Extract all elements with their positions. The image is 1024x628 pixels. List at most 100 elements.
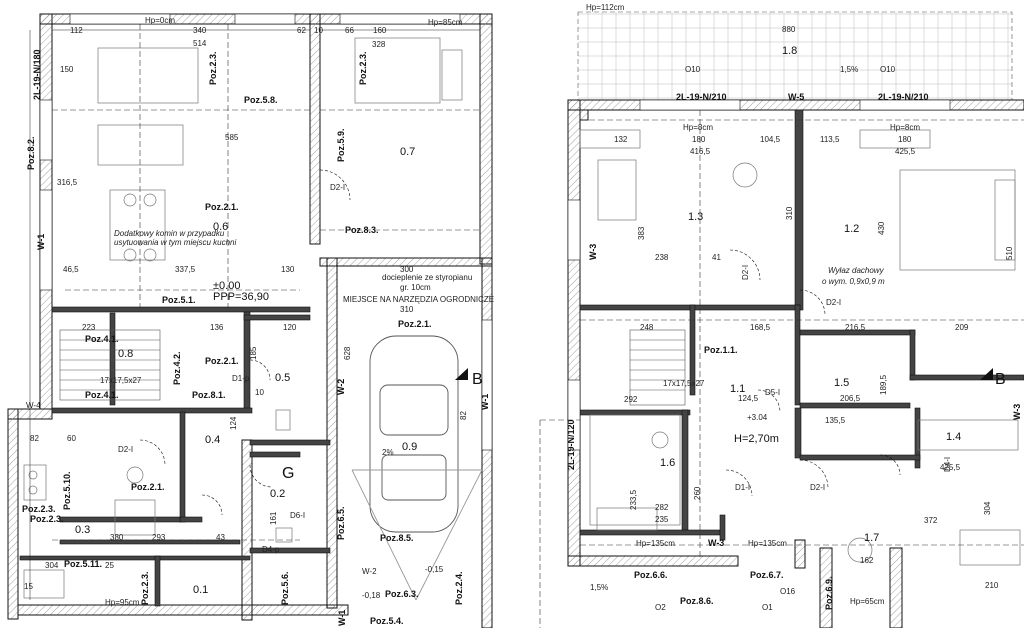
door-swings-ground bbox=[139, 169, 351, 516]
dim-label: 430 bbox=[877, 221, 886, 235]
room-number: 0.8 bbox=[118, 348, 133, 360]
ppp-label: PPP=36,90 bbox=[213, 291, 269, 303]
dim-label: 425,5 bbox=[940, 463, 961, 472]
dim-label: 132 bbox=[614, 135, 628, 144]
hp-label: Hp=112cm bbox=[586, 3, 625, 12]
poz-label: Poz.6.3. bbox=[385, 589, 419, 599]
first-floor-plan: Hp=112cm 880 1.8 O10 O10 1,5% 2L-19-N/21… bbox=[539, 3, 1024, 628]
room-number: 1.2 bbox=[844, 223, 859, 235]
poz-label: Poz.8.5. bbox=[380, 533, 414, 543]
dim-label: 189,5 bbox=[879, 374, 888, 395]
interior-walls-first bbox=[579, 109, 1024, 541]
car-outline bbox=[351, 335, 483, 601]
section-arrow-left bbox=[455, 368, 468, 380]
dim-label: 292 bbox=[624, 395, 638, 404]
dim-label: 160 bbox=[373, 26, 387, 35]
dim-label: 310 bbox=[400, 305, 414, 314]
dim-label: 880 bbox=[782, 25, 796, 34]
poz-label: Poz.6.6. bbox=[634, 570, 668, 580]
windows-first bbox=[567, 99, 951, 451]
first-labels: Hp=112cm 880 1.8 O10 O10 1,5% 2L-19-N/21… bbox=[566, 3, 1022, 612]
stairs-first bbox=[629, 329, 686, 406]
poz-label: Poz.2.3. bbox=[358, 51, 368, 85]
section-mark: B bbox=[472, 371, 483, 388]
dim-label: 238 bbox=[655, 253, 669, 262]
dim-label: 248 bbox=[640, 323, 654, 332]
dim-label: 372 bbox=[924, 516, 938, 525]
level-label: -0,15 bbox=[425, 565, 444, 574]
dim-label: 206,5 bbox=[840, 394, 861, 403]
door-label: D2-I bbox=[330, 183, 345, 192]
room-number: 0.9 bbox=[402, 441, 417, 453]
note-tools: MIEJSCE NA NARZĘDZIA OGRODNICZE bbox=[343, 295, 494, 304]
hp-label: Hp=0cm bbox=[145, 16, 175, 25]
dashed-beams-first bbox=[539, 110, 1024, 628]
door-label: D6-I bbox=[290, 511, 305, 520]
dim-label: 185 bbox=[249, 346, 258, 360]
hp-label: Hp=135cm bbox=[748, 539, 787, 548]
dim-label: 124 bbox=[229, 416, 238, 430]
dim-label: 82 bbox=[30, 434, 39, 443]
dim-label: 223 bbox=[82, 323, 96, 332]
door-label: D4-p bbox=[262, 545, 280, 554]
dim-label: 628 bbox=[343, 346, 352, 360]
dim-label: 150 bbox=[60, 65, 74, 74]
poz-label: Poz.2.3. bbox=[208, 51, 218, 85]
door-label: D2-I bbox=[810, 483, 825, 492]
poz-label: Poz.2.1. bbox=[398, 319, 432, 329]
poz-label: Poz.2.1. bbox=[205, 202, 239, 212]
poz-label: Poz.5.11. bbox=[64, 559, 102, 569]
room-number: 1.5 bbox=[834, 377, 849, 389]
poz-label: Poz.5.6. bbox=[280, 571, 290, 605]
dim-label: 62 bbox=[297, 26, 306, 35]
door-label: D2-I bbox=[118, 445, 133, 454]
note-chimney: usytuowania w tym miejscu kuchni bbox=[114, 238, 236, 247]
poz-label: Poz.1.1. bbox=[704, 345, 738, 355]
poz-label: Poz.5.1. bbox=[162, 295, 196, 305]
wall-label: W-1 bbox=[480, 394, 490, 410]
dim-label: 124,5 bbox=[738, 394, 759, 403]
dim-label: 180 bbox=[692, 135, 706, 144]
poz-label: Poz.2.3. bbox=[140, 571, 150, 605]
dim-label: 82 bbox=[459, 411, 468, 420]
height-label: H=2,70m bbox=[734, 433, 779, 445]
dim-label: 328 bbox=[372, 40, 386, 49]
dim-label: 416,5 bbox=[690, 147, 711, 156]
windows-ground bbox=[39, 13, 493, 451]
dim-label: 136 bbox=[210, 323, 224, 332]
room-number: 0.7 bbox=[400, 146, 415, 158]
note-roof-exit: Wyłaz dachowy bbox=[828, 266, 885, 275]
window-label: 2L-19-N/210 bbox=[676, 92, 727, 102]
poz-label: Poz.8.6. bbox=[680, 596, 714, 606]
wall-label: W-3 bbox=[588, 244, 598, 260]
dim-label: 15 bbox=[24, 582, 33, 591]
dashed-beams bbox=[52, 24, 480, 541]
note-roof-exit: o wym. 0,9x0,9 m bbox=[822, 277, 885, 286]
dim-label: 282 bbox=[655, 503, 669, 512]
garage-letter: G bbox=[282, 465, 294, 482]
dim-label: 383 bbox=[637, 226, 646, 240]
door-label: D2-I bbox=[826, 298, 841, 307]
poz-label: Poz.4.1. bbox=[85, 390, 119, 400]
dim-label: 510 bbox=[1005, 246, 1014, 260]
window-label: 2L-19-N/210 bbox=[878, 92, 929, 102]
dim-label: 316,5 bbox=[57, 178, 78, 187]
poz-label: Poz.4.1. bbox=[85, 334, 119, 344]
door-label: D5-I bbox=[765, 388, 780, 397]
note-insulation: gr. 10cm bbox=[400, 283, 431, 292]
room-number: 0.5 bbox=[275, 372, 290, 384]
poz-label: Poz.5.10. bbox=[62, 471, 72, 510]
dim-label: 46,5 bbox=[63, 265, 79, 274]
poz-label: Poz.2.1. bbox=[131, 482, 165, 492]
elevation-label: ±0.00 bbox=[213, 280, 240, 292]
stairs-label: 17x17,5x27 bbox=[663, 379, 705, 388]
room-number: 1.4 bbox=[946, 431, 961, 443]
dim-label: 130 bbox=[281, 265, 295, 274]
wall-label: W-3 bbox=[708, 538, 724, 548]
hp-label: Hp=8cm bbox=[683, 123, 713, 132]
room-number: 0.1 bbox=[193, 584, 208, 596]
dim-label: 162 bbox=[860, 556, 874, 565]
hp-label: Hp=65cm bbox=[850, 597, 885, 606]
section-arrow-right bbox=[980, 368, 993, 380]
